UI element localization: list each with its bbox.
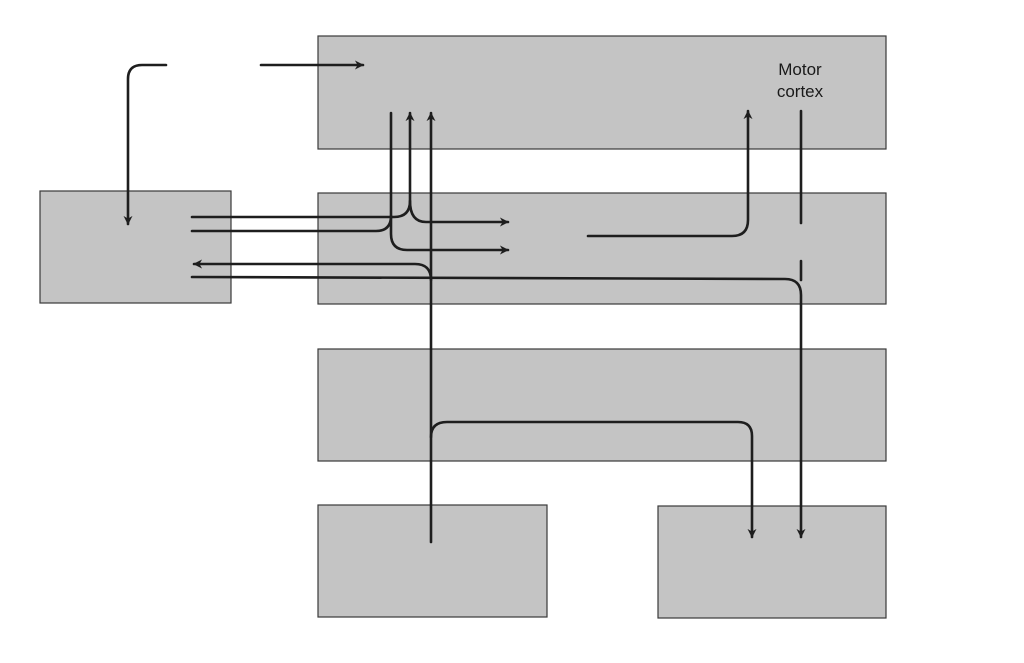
motor-cortex-label-line1: Motor: [778, 60, 822, 79]
input-corner-arrow: [123, 63, 168, 226]
cortex-descending-right: [389, 111, 510, 255]
left-side-box: [39, 190, 232, 304]
motor-cortex-label-line2: cortex: [777, 82, 824, 101]
middle-to-cortex-ascending: [586, 109, 753, 238]
bottom-right-box: [657, 505, 887, 619]
motor-cortex-box: [317, 35, 887, 150]
left-to-right-descending: [190, 275, 806, 539]
third-level-box: [317, 348, 887, 462]
bottom-left-box: [317, 504, 548, 618]
third-to-bottom-right: [429, 420, 757, 539]
cortex-branch-right: [408, 199, 510, 227]
